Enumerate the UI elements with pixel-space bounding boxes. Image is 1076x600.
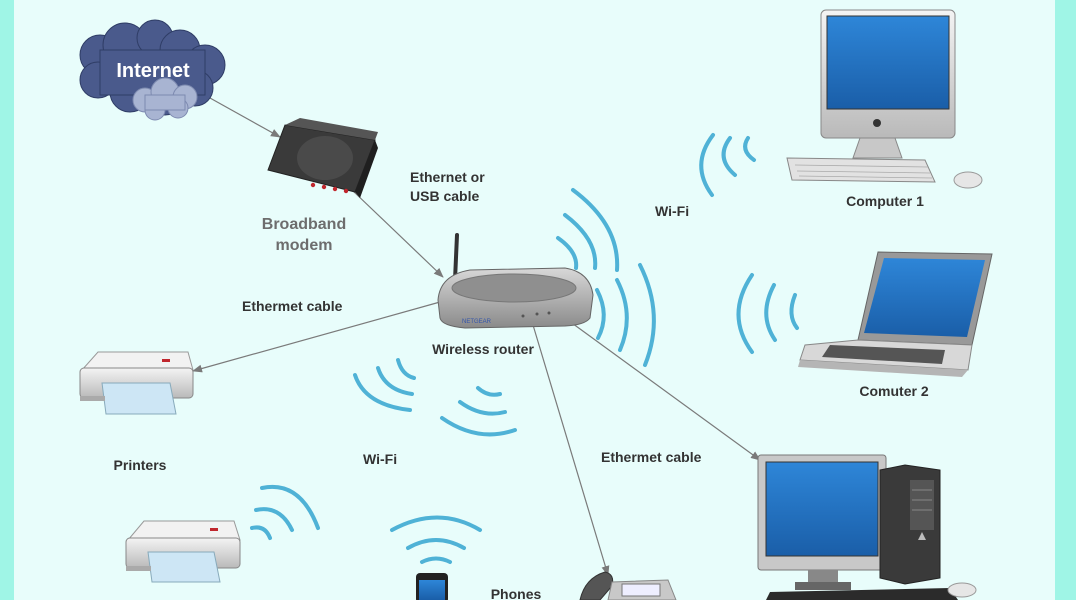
svg-text:NETGEAR: NETGEAR xyxy=(462,319,492,325)
wifi-middle-label: Wi-Fi xyxy=(363,451,397,467)
modem-label-line1: Broadband xyxy=(262,216,346,233)
router-wifi-waves-icon xyxy=(556,188,656,367)
router-label: Wireless router xyxy=(432,341,534,357)
printers-label: Printers xyxy=(114,457,167,473)
computer2-laptop-icon xyxy=(736,251,993,377)
router-to-printer-link xyxy=(192,301,441,373)
modem-cable-label-line2: USB cable xyxy=(410,188,479,204)
router-to-computer3-link xyxy=(564,317,761,461)
network-diagram: Internet Broadband modem Ethernet or USB… xyxy=(14,0,1055,600)
internet-cloud-icon: Internet xyxy=(79,19,226,121)
modem-label-line2: modem xyxy=(276,237,333,254)
computer3-desktop-icon xyxy=(757,454,977,600)
connection-lines xyxy=(192,97,761,576)
phones-label: Phones xyxy=(491,586,542,600)
ethernet-cable-left-label: Ethermet cable xyxy=(242,298,343,314)
middle-wifi-waves-icon xyxy=(353,358,517,437)
printer1-icon xyxy=(79,351,194,415)
computer1-label: Computer 1 xyxy=(846,193,924,209)
wifi-top-label: Wi-Fi xyxy=(655,203,689,219)
diagram-svg: Internet Broadband modem Ethernet or USB… xyxy=(79,9,993,600)
internet-to-modem-link xyxy=(209,97,281,138)
broadband-modem-icon xyxy=(267,118,378,198)
router-to-phone-link xyxy=(532,324,610,576)
printer2-icon xyxy=(125,484,320,583)
mobile-phone-icon xyxy=(390,515,482,600)
modem-to-router-link xyxy=(351,189,444,278)
desk-phone-icon xyxy=(579,571,677,600)
modem-cable-label-line1: Ethernet or xyxy=(410,169,485,185)
internet-label: Internet xyxy=(116,60,190,82)
computer1-icon xyxy=(699,9,983,197)
computer2-label: Comuter 2 xyxy=(859,383,928,399)
wireless-router-icon: NETGEAR xyxy=(437,233,594,329)
ethernet-cable-right-label: Ethermet cable xyxy=(601,449,702,465)
